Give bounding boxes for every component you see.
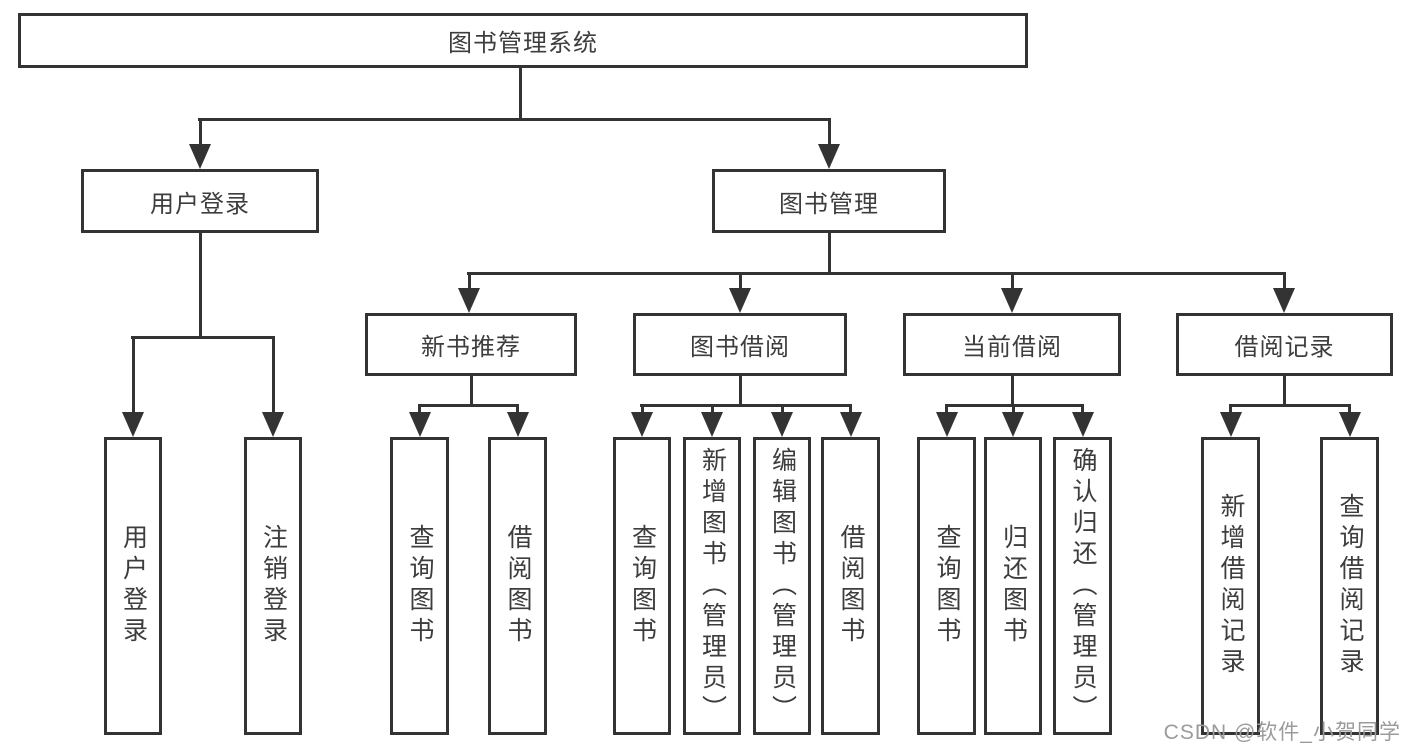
arrowhead-icon [408,412,431,437]
connector-line [1229,404,1351,407]
node-current-borrow-label: 当前借阅 [962,334,1062,361]
arrowhead-icon [189,144,211,169]
arrowhead-icon [935,412,958,437]
connector-line [519,68,522,120]
node-book-borrow: 图书借阅 [633,313,847,376]
node-borrow-records: 借阅记录 [1176,313,1393,376]
connector-line [640,404,852,407]
leaf-query-books-recommend-label: 查询图书 [406,524,434,648]
node-book-management: 图书管理 [712,169,946,233]
leaf-borrow-books-recommend-label: 借阅图书 [504,524,532,648]
node-current-borrow: 当前借阅 [903,313,1121,376]
arrowhead-icon [122,412,144,437]
connector-line [640,404,644,418]
connector-line [131,336,135,418]
leaf-confirm-return-admin: 确认归还（管理员） [1053,437,1112,735]
leaf-borrow-books-recommend: 借阅图书 [488,437,547,735]
connector-line [418,404,421,418]
leaf-query-borrow-record-label: 查询借阅记录 [1336,493,1364,679]
connector-line [738,376,742,406]
connector-line [198,118,202,148]
arrowhead-icon [1002,412,1024,437]
arrowhead-icon [1219,412,1242,437]
leaf-add-book-admin-label: 新增图书（管理员） [698,446,727,726]
leaf-query-books-borrow-label: 查询图书 [628,524,657,648]
connector-line [1282,376,1286,406]
leaf-borrow-books-2-label: 借阅图书 [837,524,865,648]
leaf-logout: 注销登录 [244,437,302,735]
arrowhead-icon [506,412,529,437]
leaf-return-books: 归还图书 [984,437,1042,735]
connector-line [467,272,471,292]
arrowhead-icon [839,412,862,437]
leaf-query-books-recommend: 查询图书 [390,437,449,735]
arrowhead-icon [729,288,751,313]
arrowhead-icon [458,288,480,313]
leaf-query-books-borrow: 查询图书 [613,437,671,735]
connector-line [1282,272,1286,292]
connector-line [469,376,473,406]
connector-line [780,404,784,418]
watermark-text: CSDN @软件_小贺同学 [1163,721,1401,744]
node-library-system: 图书管理系统 [18,13,1028,68]
connector-line [738,272,742,292]
connector-line [1081,404,1084,418]
node-user-login-label: 用户登录 [150,190,250,218]
arrowhead-icon [1338,412,1361,437]
connector-line [1229,404,1232,418]
leaf-query-borrow-record: 查询借阅记录 [1320,437,1379,735]
connector-line [945,404,1084,407]
arrowhead-icon [631,412,653,437]
leaf-edit-book-admin-label: 编辑图书（管理员） [768,446,797,726]
connector-line [131,336,275,339]
connector-line [198,233,202,338]
connector-line [271,336,275,418]
node-book-management-label: 图书管理 [779,190,879,218]
leaf-add-borrow-record-label: 新增借阅记录 [1217,493,1245,679]
node-borrow-records-label: 借阅记录 [1234,334,1335,361]
arrowhead-icon [701,412,723,437]
leaf-confirm-return-admin-label: 确认归还（管理员） [1069,446,1097,726]
leaf-return-books-label: 归还图书 [999,524,1028,648]
arrowhead-icon [1273,288,1295,313]
node-user-login: 用户登录 [81,169,319,233]
connector-line [710,404,714,418]
connector-line [516,404,519,418]
connector-line [849,404,852,418]
leaf-add-book-admin: 新增图书（管理员） [683,437,741,735]
leaf-query-books-current: 查询图书 [917,437,976,735]
node-new-book-recommend: 新书推荐 [365,313,577,376]
arrowhead-icon [1001,288,1023,313]
connector-line [198,118,831,121]
connector-line [945,404,948,418]
node-library-system-label: 图书管理系统 [448,30,598,57]
node-book-borrow-label: 图书借阅 [690,334,790,361]
connector-line [827,118,831,148]
leaf-logout-label: 注销登录 [259,524,288,648]
leaf-user-login: 用户登录 [104,437,162,735]
arrowhead-icon [771,412,793,437]
connector-line [1010,376,1014,406]
leaf-query-books-current-label: 查询图书 [933,524,961,648]
leaf-user-login-label: 用户登录 [119,524,148,648]
connector-line [467,272,1286,275]
connector-line [1348,404,1351,418]
leaf-edit-book-admin: 编辑图书（管理员） [753,437,811,735]
leaf-borrow-books-2: 借阅图书 [821,437,880,735]
connector-line [1011,404,1015,418]
connector-line [1010,272,1014,292]
arrowhead-icon [262,412,284,437]
leaf-add-borrow-record: 新增借阅记录 [1201,437,1260,735]
arrowhead-icon [818,144,840,169]
node-new-book-recommend-label: 新书推荐 [421,334,521,361]
connector-line [827,233,831,275]
arrowhead-icon [1071,412,1094,437]
connector-line [418,404,519,407]
